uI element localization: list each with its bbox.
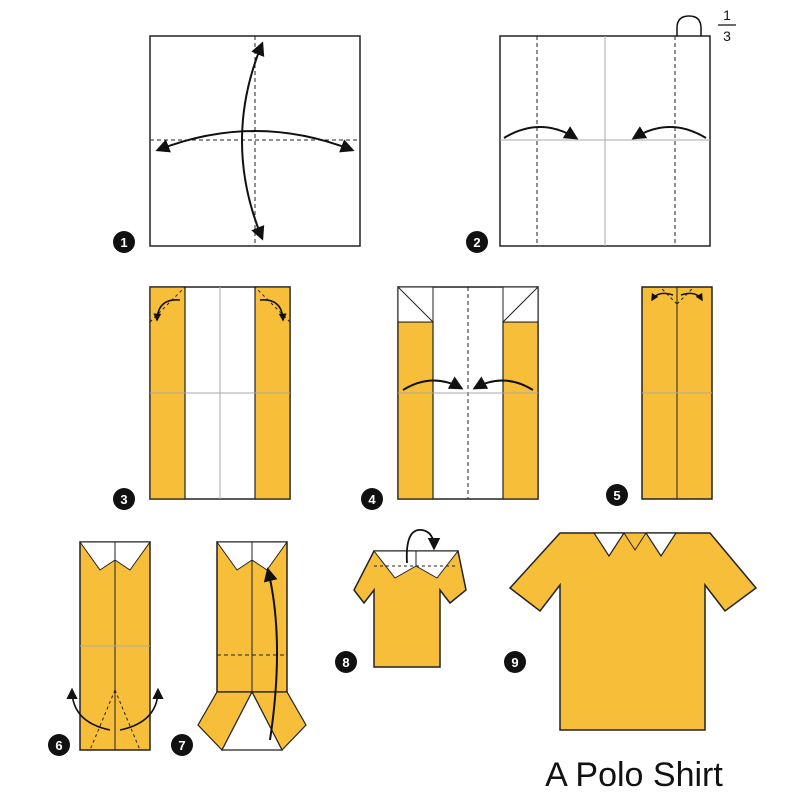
valley-fold-collar-right xyxy=(676,286,695,305)
fold-arrow-left xyxy=(503,126,579,140)
step-number: 8 xyxy=(342,655,349,670)
flap-right xyxy=(502,321,539,500)
collar-left xyxy=(592,532,626,558)
step-5: 5 xyxy=(606,286,713,506)
fold-arrow-bottom-right xyxy=(119,687,164,731)
step-badge xyxy=(466,231,488,253)
fold-arrow-vertical xyxy=(241,41,265,241)
step-6: 6 xyxy=(48,541,164,756)
center-triangle xyxy=(221,690,283,751)
valley-fold-bottom-right xyxy=(114,689,141,751)
fraction-marker-loop xyxy=(676,15,702,36)
flap-left xyxy=(397,321,434,500)
fold-arrow-turn-over xyxy=(405,529,441,564)
step-7: 7 xyxy=(171,541,307,756)
corner-diagonal-left xyxy=(397,286,434,323)
step-number: 3 xyxy=(120,492,127,507)
fold-arrow-collar-left xyxy=(651,292,674,302)
fold-arrow-right xyxy=(631,126,707,140)
fraction-numerator: 1 xyxy=(723,7,731,23)
step-badge xyxy=(504,651,526,673)
fold-arrow-left xyxy=(402,376,464,391)
step-badge xyxy=(361,488,383,510)
step-1: 1 xyxy=(113,35,361,253)
fold-arrow-right xyxy=(472,376,534,391)
step-number: 1 xyxy=(120,235,127,250)
fold-arrow-collar-right xyxy=(680,292,703,302)
valley-fold-bottom-left xyxy=(89,689,116,751)
step-number: 2 xyxy=(473,235,480,250)
valley-fold-collar-left xyxy=(659,286,678,305)
fold-arrow-corner-right xyxy=(259,299,287,322)
step-number: 7 xyxy=(178,738,185,753)
diagram-title: A Polo Shirt xyxy=(545,756,723,794)
collar-right xyxy=(644,532,678,558)
step-number: 6 xyxy=(55,738,62,753)
step-number: 5 xyxy=(613,488,620,503)
polo-shirt-body xyxy=(508,532,758,731)
step-badge xyxy=(113,488,135,510)
step-8: 8 xyxy=(335,529,467,673)
fold-arrow-bottom-left xyxy=(66,687,111,731)
fold-arrow-up xyxy=(263,567,278,741)
step-number: 9 xyxy=(511,655,518,670)
collar-center xyxy=(623,532,647,551)
fraction-denominator: 3 xyxy=(723,28,731,44)
step-9: 9 xyxy=(504,532,758,731)
step-badge xyxy=(113,231,135,253)
fold-arrow-corner-left xyxy=(153,299,181,322)
corner-diagonal-right xyxy=(502,286,539,323)
step-badge xyxy=(335,651,357,673)
step-number: 4 xyxy=(368,492,376,507)
small-shirt-body xyxy=(353,550,467,668)
step-2: 1 3 2 xyxy=(466,7,736,253)
step-badge xyxy=(171,734,193,756)
step-4: 4 xyxy=(361,286,539,510)
step-badge xyxy=(48,734,70,756)
step-3: 3 xyxy=(113,286,291,510)
step-badge xyxy=(606,484,628,506)
